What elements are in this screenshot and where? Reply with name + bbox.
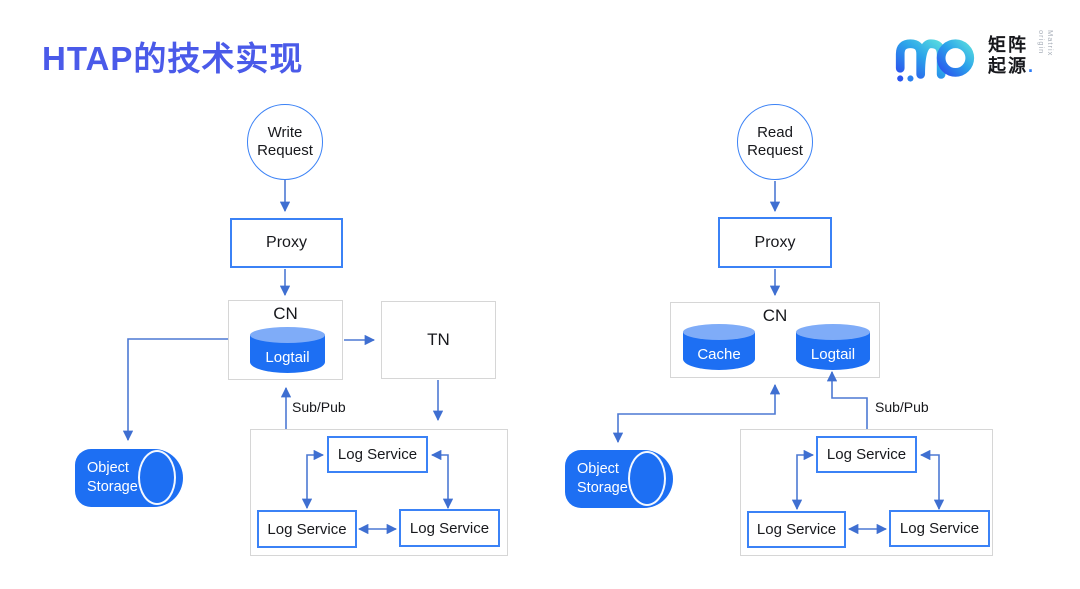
read-log-service-right: Log Service: [889, 510, 990, 547]
object-storage-line2: Storage: [87, 479, 138, 495]
object-storage-line1: Object: [87, 460, 129, 476]
read-logtail-cylinder: Logtail: [796, 324, 870, 370]
log-service-label: Log Service: [409, 519, 490, 537]
write-logtail-cylinder: Logtail: [250, 327, 325, 373]
matrixorigin-mo-icon: [895, 39, 975, 82]
read-log-service-left: Log Service: [747, 511, 846, 548]
write-log-service-top: Log Service: [327, 436, 428, 473]
cylinder-cap: [796, 324, 870, 340]
read-proxy-label: Proxy: [754, 233, 796, 251]
write-request-line2: Request: [257, 142, 313, 159]
write-proxy-label: Proxy: [266, 234, 307, 251]
read-object-storage-node: Object Storage: [565, 450, 673, 508]
read-subpub-label: Sub/Pub: [875, 399, 929, 415]
page-title: HTAP的技术实现: [42, 40, 304, 77]
write-request-node: Write Request: [247, 104, 323, 180]
brand-dot: .: [1028, 56, 1034, 76]
object-storage-line1: Object: [577, 461, 619, 477]
arrow-cn-to-object-storage: [122, 338, 228, 442]
cylinder-end-cap: [138, 450, 176, 505]
brand-name-en: Matrix origin: [1037, 30, 1056, 57]
arrow-subpub-cluster-to-logtail: [826, 370, 868, 429]
log-service-label: Log Service: [337, 446, 418, 463]
write-subpub-label: Sub/Pub: [292, 399, 346, 415]
read-cache-cylinder: Cache: [683, 324, 755, 370]
brand-logo: 矩阵 起源. Matrix origin: [890, 27, 1055, 85]
read-logtail-label: Logtail: [810, 345, 856, 363]
write-proxy-node: Proxy: [230, 218, 343, 268]
write-log-service-right: Log Service: [399, 509, 500, 547]
tn-label: TN: [427, 330, 450, 349]
write-object-storage-label: Object Storage: [87, 459, 138, 497]
log-service-label: Log Service: [267, 520, 347, 538]
read-cn-label: CN: [762, 306, 788, 325]
write-log-service-left: Log Service: [257, 510, 357, 548]
brand-cn-line1: 矩阵: [988, 35, 1028, 55]
log-service-label: Log Service: [756, 521, 837, 538]
read-object-storage-label: Object Storage: [577, 460, 628, 498]
read-request-line1: Read: [757, 124, 793, 141]
read-cache-label: Cache: [697, 345, 741, 363]
read-log-service-top: Log Service: [816, 436, 917, 473]
write-cn-label: CN: [273, 304, 298, 323]
cylinder-cap: [250, 327, 325, 343]
log-service-label: Log Service: [826, 446, 907, 463]
brand-cn-line2: 起源: [988, 56, 1028, 76]
cylinder-cap: [683, 324, 755, 340]
write-object-storage-node: Object Storage: [75, 449, 183, 507]
read-proxy-node: Proxy: [718, 217, 832, 268]
read-request-line2: Request: [747, 142, 803, 159]
write-request-line1: Write: [267, 124, 303, 141]
cylinder-end-cap: [628, 451, 666, 506]
log-service-label: Log Service: [899, 520, 980, 537]
write-logtail-label: Logtail: [265, 348, 310, 366]
tn-node: TN: [381, 301, 496, 379]
object-storage-line2: Storage: [577, 480, 628, 496]
brand-name-cn: 矩阵 起源.: [988, 35, 1033, 77]
read-request-node: Read Request: [737, 104, 813, 180]
